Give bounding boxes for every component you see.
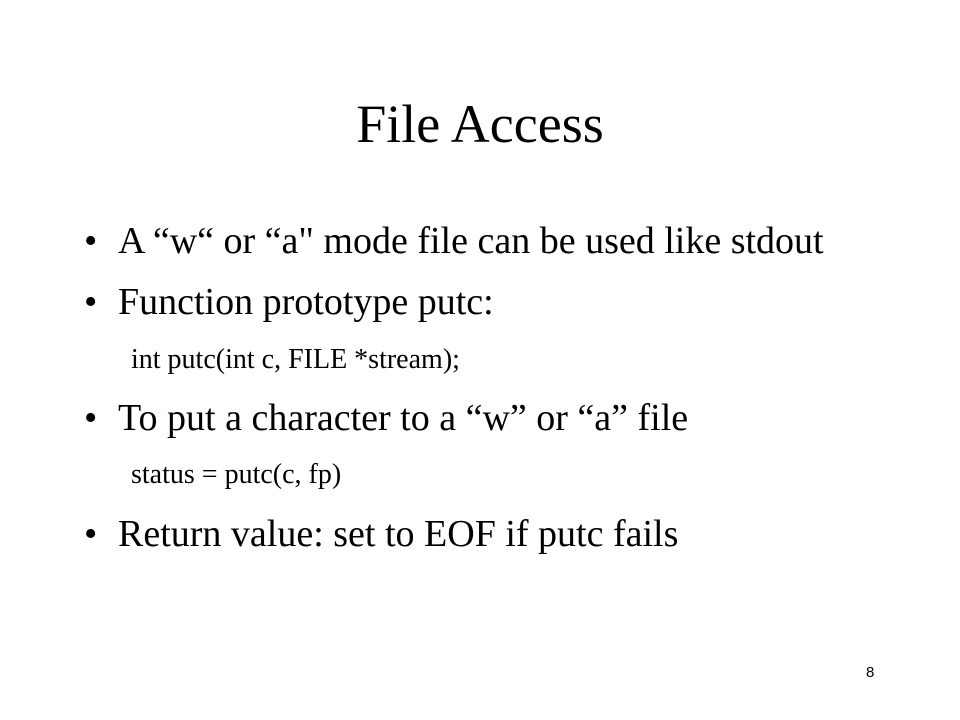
bullet-marker: • (84, 513, 98, 555)
bullet-marker: • (84, 220, 98, 262)
code-line: int putc(int c, FILE *stream); (131, 344, 460, 375)
bullet-text: Function prototype putc: (118, 281, 494, 323)
bullet-marker: • (84, 281, 98, 323)
bullet-marker: • (84, 397, 98, 439)
bullet-text: To put a character to a “w” or “a” file (118, 397, 689, 439)
bullet-item: • To put a character to a “w” or “a” file (84, 396, 688, 440)
bullet-item: • Function prototype putc: (84, 280, 494, 324)
bullet-text: Return value: set to EOF if putc fails (118, 513, 679, 555)
code-line: status = putc(c, fp) (131, 459, 342, 490)
page-number: 8 (866, 664, 875, 681)
bullet-text: A “w“ or “a" mode file can be used like … (118, 220, 824, 262)
slide-title: File Access (356, 94, 604, 154)
bullet-item: • Return value: set to EOF if putc fails (84, 512, 678, 556)
bullet-item: • A “w“ or “a" mode file can be used like… (84, 219, 824, 263)
